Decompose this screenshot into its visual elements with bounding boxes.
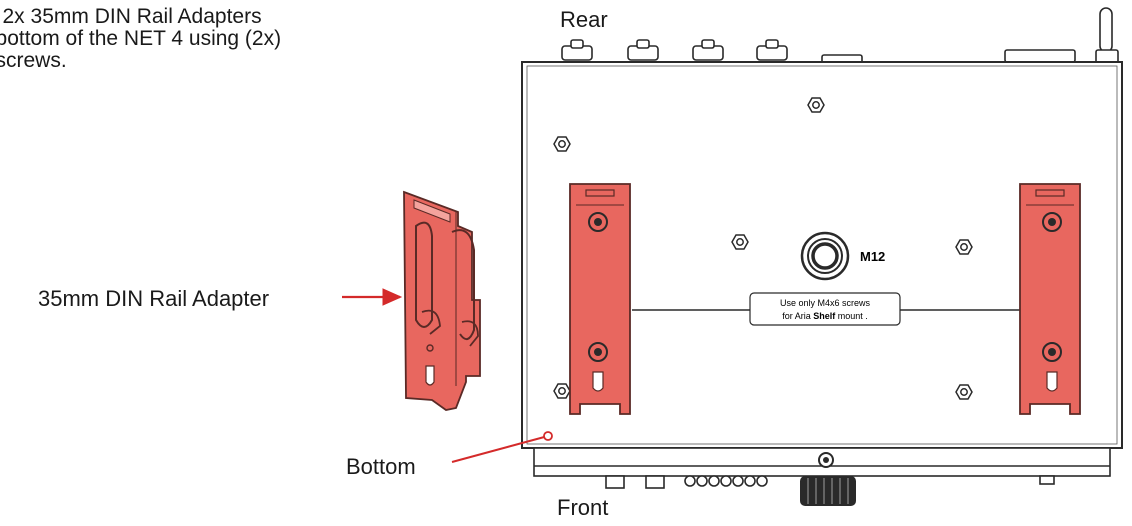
rear-label: Rear [560, 7, 608, 32]
bottom-leader [451, 431, 553, 463]
front-hole [818, 452, 834, 468]
m12-label: M12 [860, 249, 885, 264]
front-label: Front [557, 495, 609, 520]
note-line-1: Use only M4x6 screws [780, 298, 871, 308]
instruction-line-1: re 2x 35mm DIN Rail Adapters [0, 6, 262, 28]
hex-nut-icon [807, 97, 825, 113]
hex-nut-icon [553, 383, 571, 399]
din-adapter-right [1019, 183, 1081, 415]
din-adapter-standalone [403, 190, 481, 411]
volume-knob [800, 476, 856, 506]
din-adapter-label: 35mm DIN Rail Adapter [38, 286, 270, 311]
m12-mount-icon [800, 231, 850, 281]
hex-nuts [553, 97, 973, 400]
hex-nut-icon [955, 384, 973, 400]
bottom-label: Bottom [346, 454, 416, 479]
instruction-line-3: 6 screws. [0, 49, 67, 72]
din-adapter-left [569, 183, 631, 415]
hex-nut-icon [553, 136, 571, 152]
note-box: Use only M4x6 screws for Aria Shelf moun… [749, 292, 901, 326]
instruction-line-2: e bottom of the NET 4 using (2x) [0, 27, 282, 50]
hex-nut-icon [731, 234, 749, 250]
rear-connectors [561, 7, 1119, 65]
hex-nut-icon [955, 239, 973, 255]
note-line-2: for Aria Shelf mount . [782, 311, 868, 321]
instruction-text: re 2x 35mm DIN Rail Adapters e bottom of… [0, 6, 440, 72]
